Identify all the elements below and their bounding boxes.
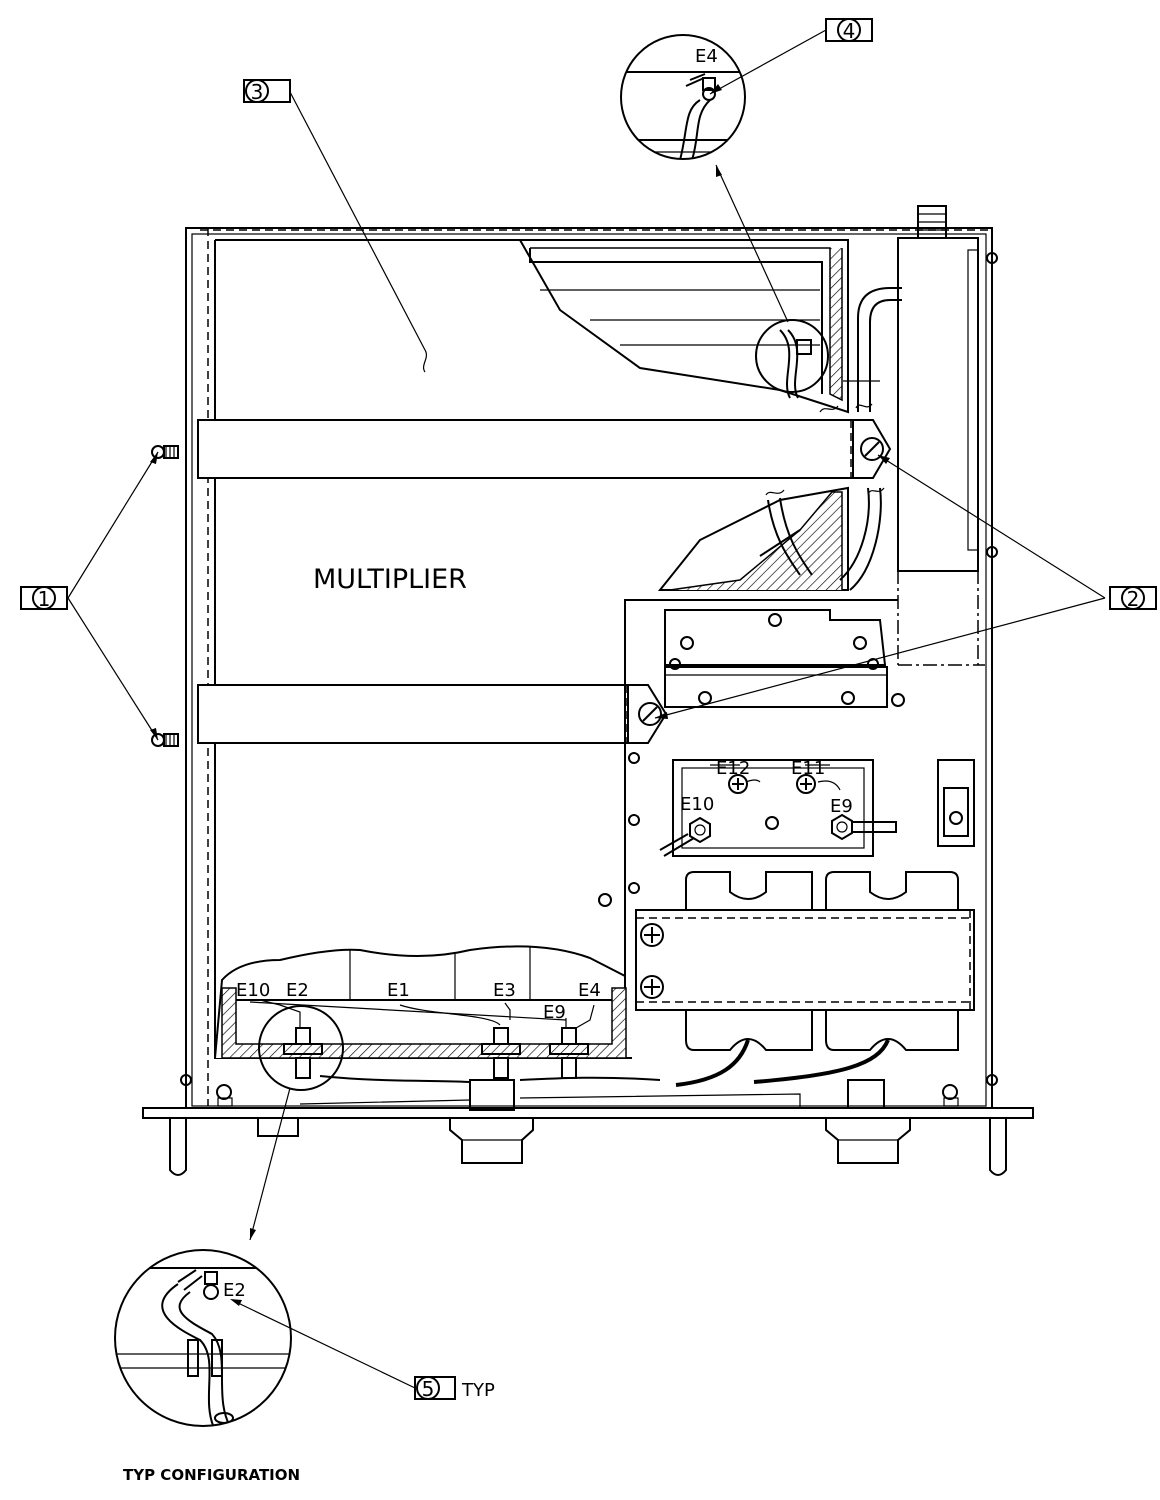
callout-5-suffix: TYP [461,1380,495,1401]
terminal-label: E11 [791,758,825,779]
power-switch [937,759,975,847]
callout-4: 4 [825,18,873,43]
terminal-label: E12 [716,758,750,779]
callout-5: 5 TYP [414,1376,495,1401]
terminal-label: E1 [387,980,410,1001]
phillips-screw-icon [728,774,748,794]
terminal-label: E9 [830,796,853,817]
callout-1: 1 [20,586,68,611]
detail-caption: TYP CONFIGURATION [123,1466,300,1484]
front-handle-right [989,1118,1007,1176]
middle-cutaway [657,486,885,591]
callout-2: 2 [1109,586,1157,611]
strap-upper [197,419,892,479]
strap-screw-icon [638,702,662,726]
phillips-screw-icon [640,923,664,947]
detail-circle-bottom [258,1005,344,1091]
callout-number: 1 [38,587,51,611]
callout-number: 4 [843,19,856,43]
sub-plate [596,599,985,1058]
terminal-label: E10 [236,980,270,1001]
terminal-label: E10 [680,794,714,815]
hex-nut-icon [689,816,711,844]
callout-number: 3 [251,80,264,104]
terminal-label: E2 [286,980,309,1001]
nut-icon [768,613,782,627]
callout-number: 5 [422,1377,435,1401]
strap-lower [197,684,668,744]
terminal-label: E4 [695,46,718,67]
front-handle-left [169,1118,187,1176]
hex-nut-icon [831,813,853,841]
phillips-screw-icon [796,774,816,794]
detail-top [620,34,746,160]
corner-screw-icon [216,1084,232,1100]
terminal-label: E2 [223,1280,246,1301]
transformer [635,871,975,1087]
side-screw-upper [151,445,179,459]
multiplier-label: MULTIPLIER [313,564,467,595]
upper-cutaway [518,239,902,414]
detail-circle-top [755,319,829,393]
callout-number: 2 [1127,587,1140,611]
phillips-screw-icon [640,975,664,999]
side-screw-lower [151,733,179,747]
detail-bottom [114,1249,292,1427]
connector-left [257,1117,534,1164]
strap-screw-icon [860,437,884,461]
bottom-cutaway [214,945,885,1111]
terminal-block [659,759,897,857]
callout-3: 3 [243,79,291,104]
nut-icon [853,636,867,650]
nut-icon [680,636,694,650]
terminal-label: E3 [493,980,516,1001]
terminal-label: E9 [543,1002,566,1023]
side-bracket [897,205,979,665]
terminal-label: E4 [578,980,601,1001]
leader-lines [67,29,1106,1389]
connector-right [825,1118,911,1164]
corner-screw-icon [942,1084,958,1100]
